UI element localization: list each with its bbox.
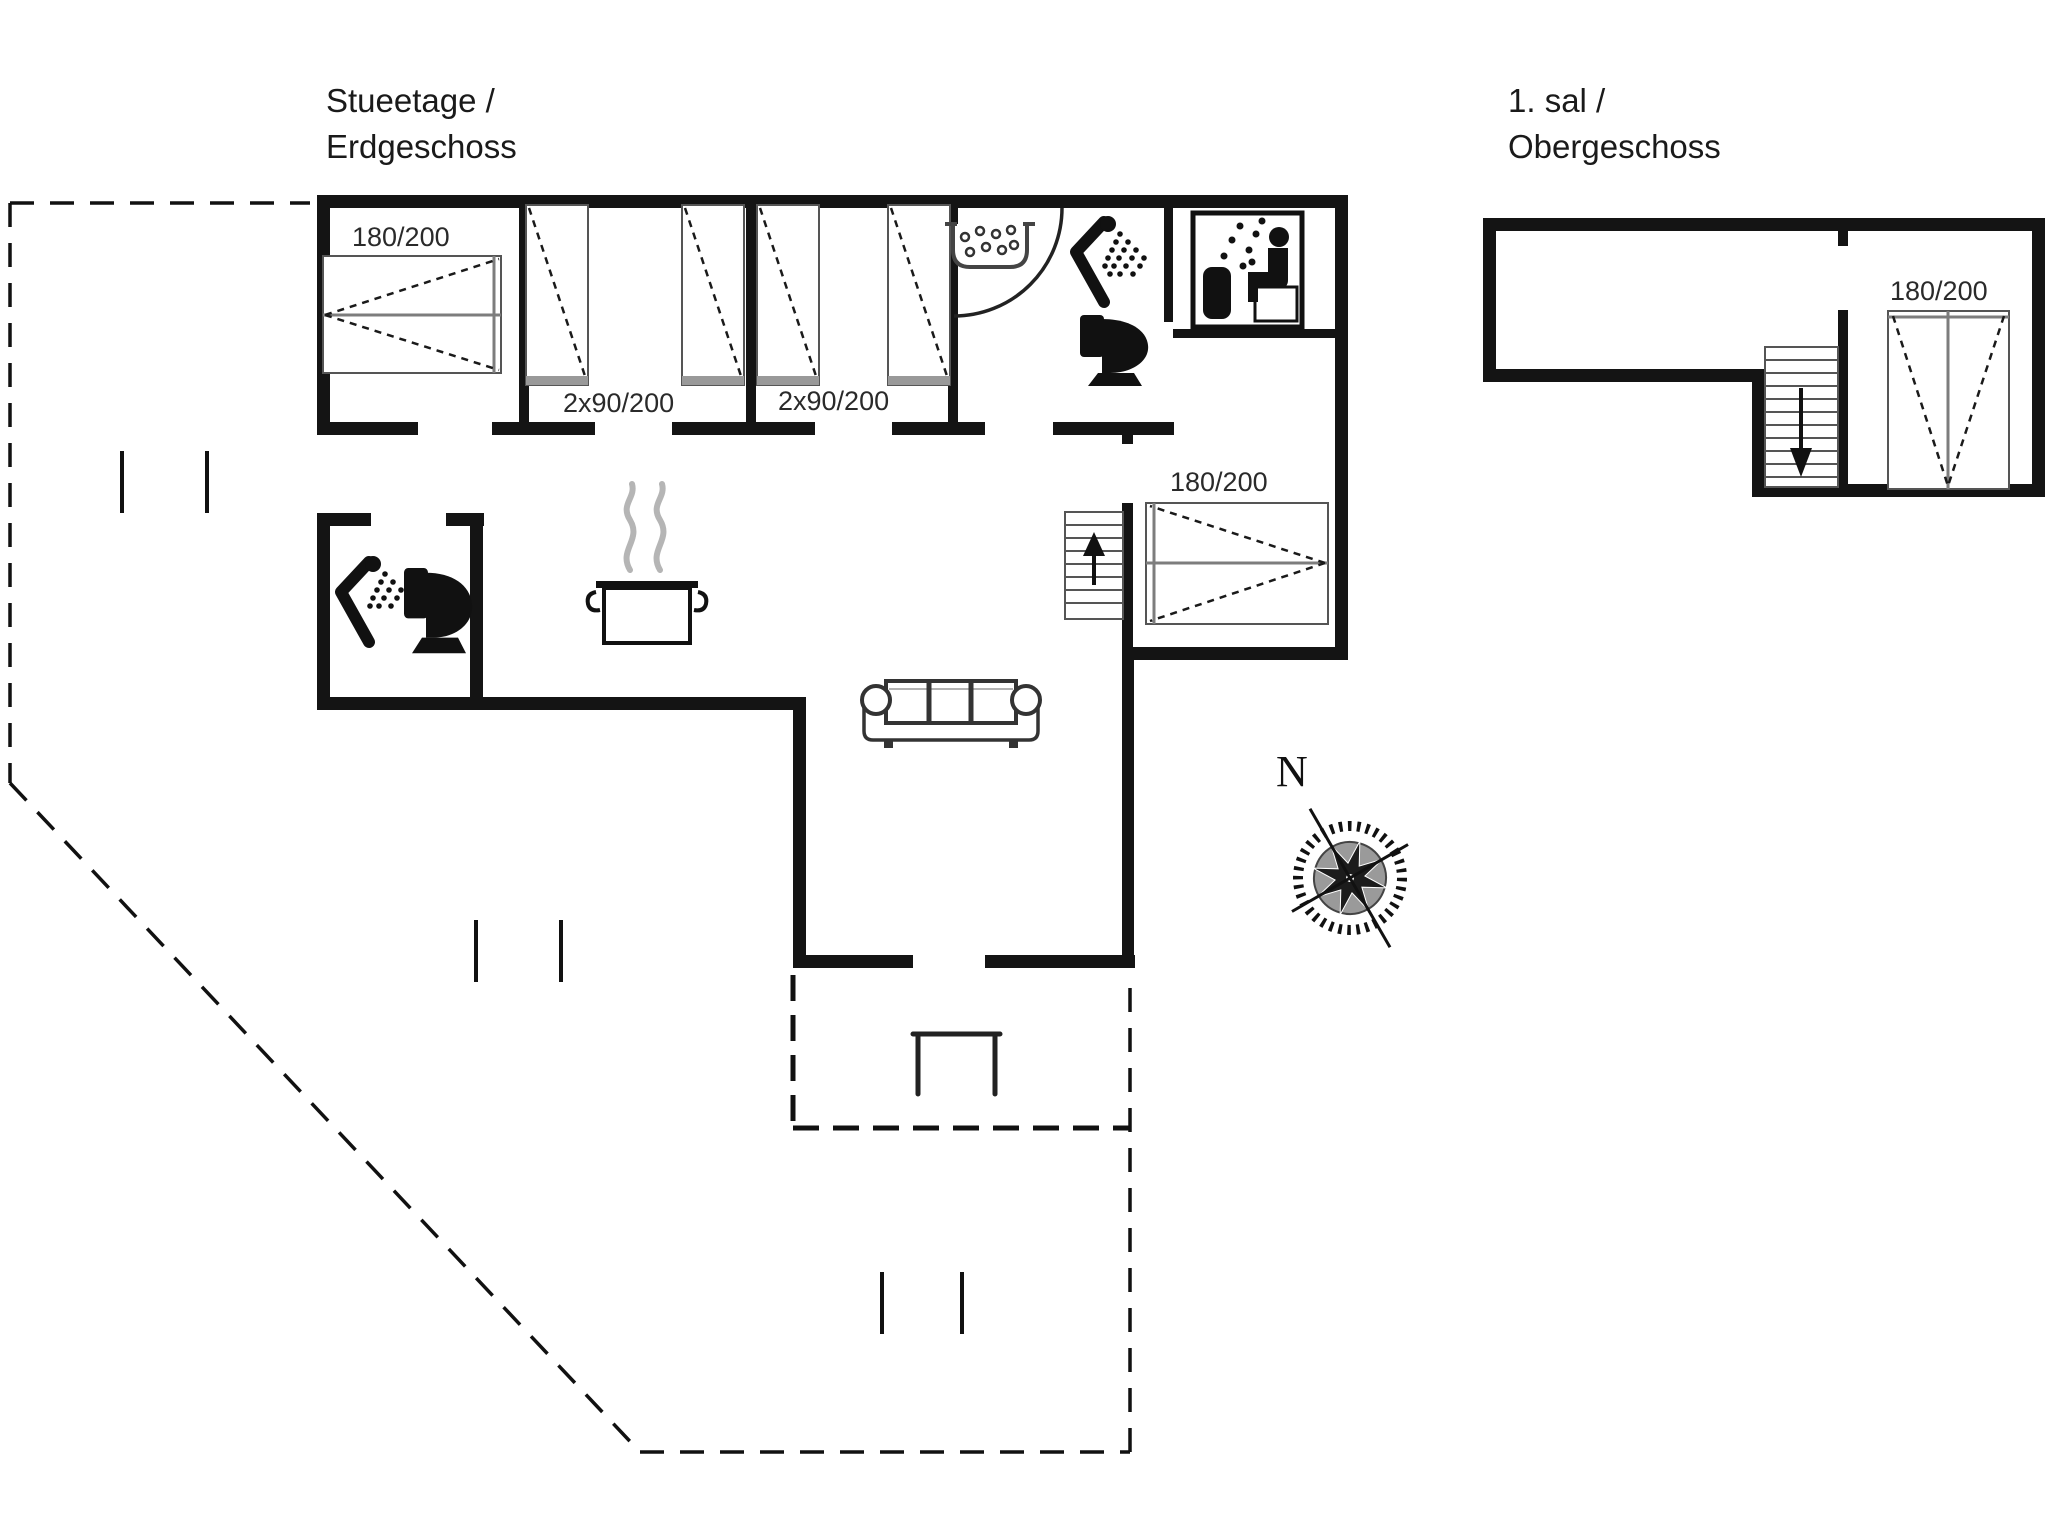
stairs-up-icon: [1064, 511, 1124, 620]
bed-size-label: 2x90/200: [778, 386, 889, 416]
toilet-icon: [404, 568, 473, 654]
terrace-outline: [790, 975, 1130, 1131]
bed-symbol: [322, 255, 502, 374]
bed-size-label: 180/200: [1890, 276, 1988, 306]
cooking-pot-icon: [585, 481, 709, 645]
compass-rose-icon: [1291, 807, 1409, 949]
bed-symbol: [1887, 310, 2010, 490]
upper-floor-title-line1: 1. sal /: [1508, 82, 1606, 119]
grill-icon: [910, 1031, 1003, 1097]
bed-size-label: 2x90/200: [563, 388, 674, 418]
sauna-icon: [1190, 210, 1305, 330]
property-boundary: [8, 201, 1132, 1454]
bed-symbol: [525, 204, 745, 386]
washbasin-icon: [945, 222, 1035, 269]
bed-size-label: 180/200: [352, 222, 450, 252]
stairs-down-icon: [1764, 346, 1839, 488]
boundary-entrance-ticks: [120, 451, 964, 1334]
bed-symbol: [1145, 502, 1329, 625]
bed-symbol: [756, 204, 951, 386]
ground-floor-title-line1: Stueetage /: [326, 82, 496, 119]
door-swing-arc: [953, 207, 1064, 318]
compass-north-label: N: [1276, 747, 1308, 796]
shower-icon: [1070, 216, 1147, 308]
shower-icon: [335, 556, 404, 648]
sofa-icon: [860, 679, 1042, 748]
ground-floor-title-line2: Erdgeschoss: [326, 128, 517, 165]
toilet-icon: [1080, 315, 1149, 386]
upper-floor-title-line2: Obergeschoss: [1508, 128, 1721, 165]
bed-size-label: 180/200: [1170, 467, 1268, 497]
